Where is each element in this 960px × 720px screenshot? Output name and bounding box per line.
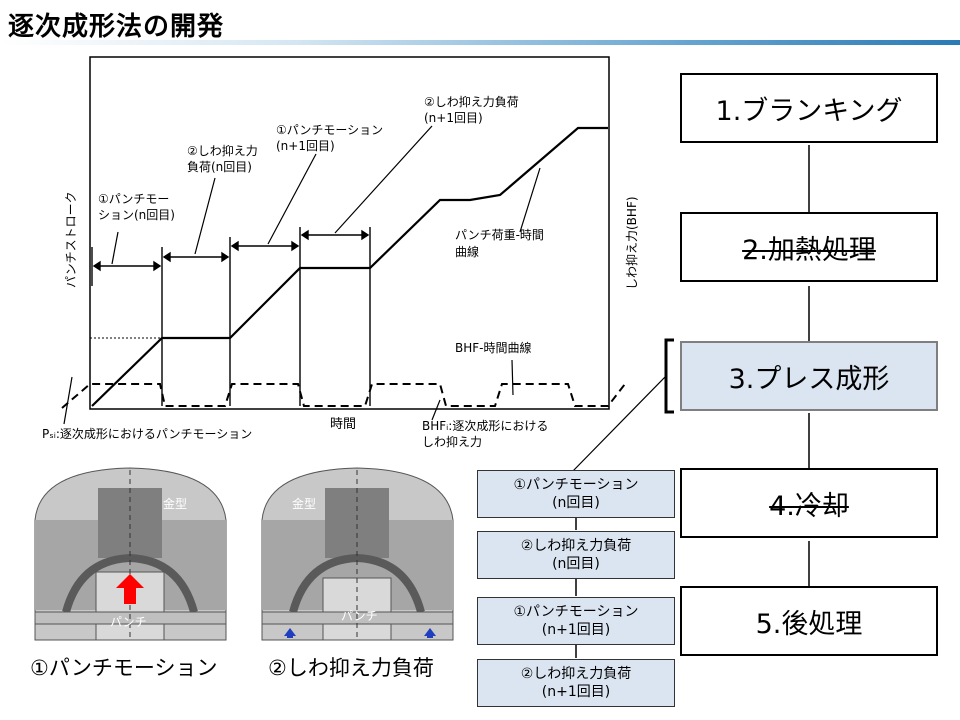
leader-lines	[63, 125, 541, 425]
substep-bhf-n1: ②しわ抑え力負荷(n+1回目)	[477, 659, 675, 707]
curve2-label: BHF-時間曲線	[455, 340, 532, 355]
substep-bhf-n: ②しわ抑え力負荷(n回目)	[477, 531, 675, 579]
step-cooling: 4.冷却	[680, 468, 938, 538]
die-right	[261, 467, 454, 641]
substep-punch-n1: ①パンチモーション(n+1回目)	[477, 597, 675, 645]
step-connectors	[575, 145, 810, 658]
x-axis-label: 時間	[330, 417, 356, 432]
right-punch-label: パンチ	[341, 609, 378, 623]
step-blanking: 1.ブランキング	[680, 73, 938, 143]
punch-stroke-curve	[91, 126, 608, 407]
left-punch-label: パンチ	[110, 615, 147, 629]
step-post-processing: 5.後処理	[680, 586, 938, 656]
ann1-line2: ション(n回目)	[98, 208, 175, 222]
ann2-line1: ②しわ抑え力	[187, 143, 258, 158]
bhf-curve	[61, 383, 626, 409]
left-die-caption: ①パンチモーション	[30, 656, 218, 680]
ann2-line2: 負荷(n回目)	[187, 160, 252, 174]
ann4-line2: (n+1回目)	[424, 111, 483, 125]
press-connector	[571, 375, 667, 473]
right-die-caption: ②しわ抑え力負荷	[268, 656, 434, 680]
ann4-line1: ②しわ抑え力負荷	[424, 94, 519, 109]
ann1-line1: ①パンチモー	[98, 192, 169, 206]
phase-arrows	[92, 229, 370, 272]
title-underline	[0, 40, 960, 45]
psi-label: Pₛᵢ:逐次成形におけるパンチモーション	[42, 427, 252, 441]
bhf-label-line2: しわ抑え力	[422, 434, 482, 449]
y-left-label: パンチストローク	[64, 191, 78, 288]
phase-markers	[91, 227, 371, 406]
left-mold-label: 金型	[163, 496, 187, 511]
die-left	[34, 467, 227, 641]
page-title: 逐次成形法の開発	[8, 12, 225, 42]
curve1-line1: パンチ荷重-時間	[455, 228, 544, 242]
ann3-line2: (n+1回目)	[276, 139, 335, 153]
right-mold-label: 金型	[292, 496, 316, 511]
plot-frame	[89, 56, 610, 410]
curve1-line2: 曲線	[455, 244, 479, 259]
bhf-label-line1: BHFᵢ:逐次成形における	[422, 419, 548, 433]
y-right-label: しわ抑え力(BHF)	[624, 196, 639, 290]
press-bracket	[664, 338, 674, 414]
step-press-forming: 3.プレス成形	[680, 341, 938, 411]
step-heat-treatment: 2.加熱処理	[680, 212, 938, 282]
substep-punch-n: ①パンチモーション(n回目)	[477, 470, 675, 518]
ann3-line1: ①パンチモーション	[276, 123, 383, 137]
